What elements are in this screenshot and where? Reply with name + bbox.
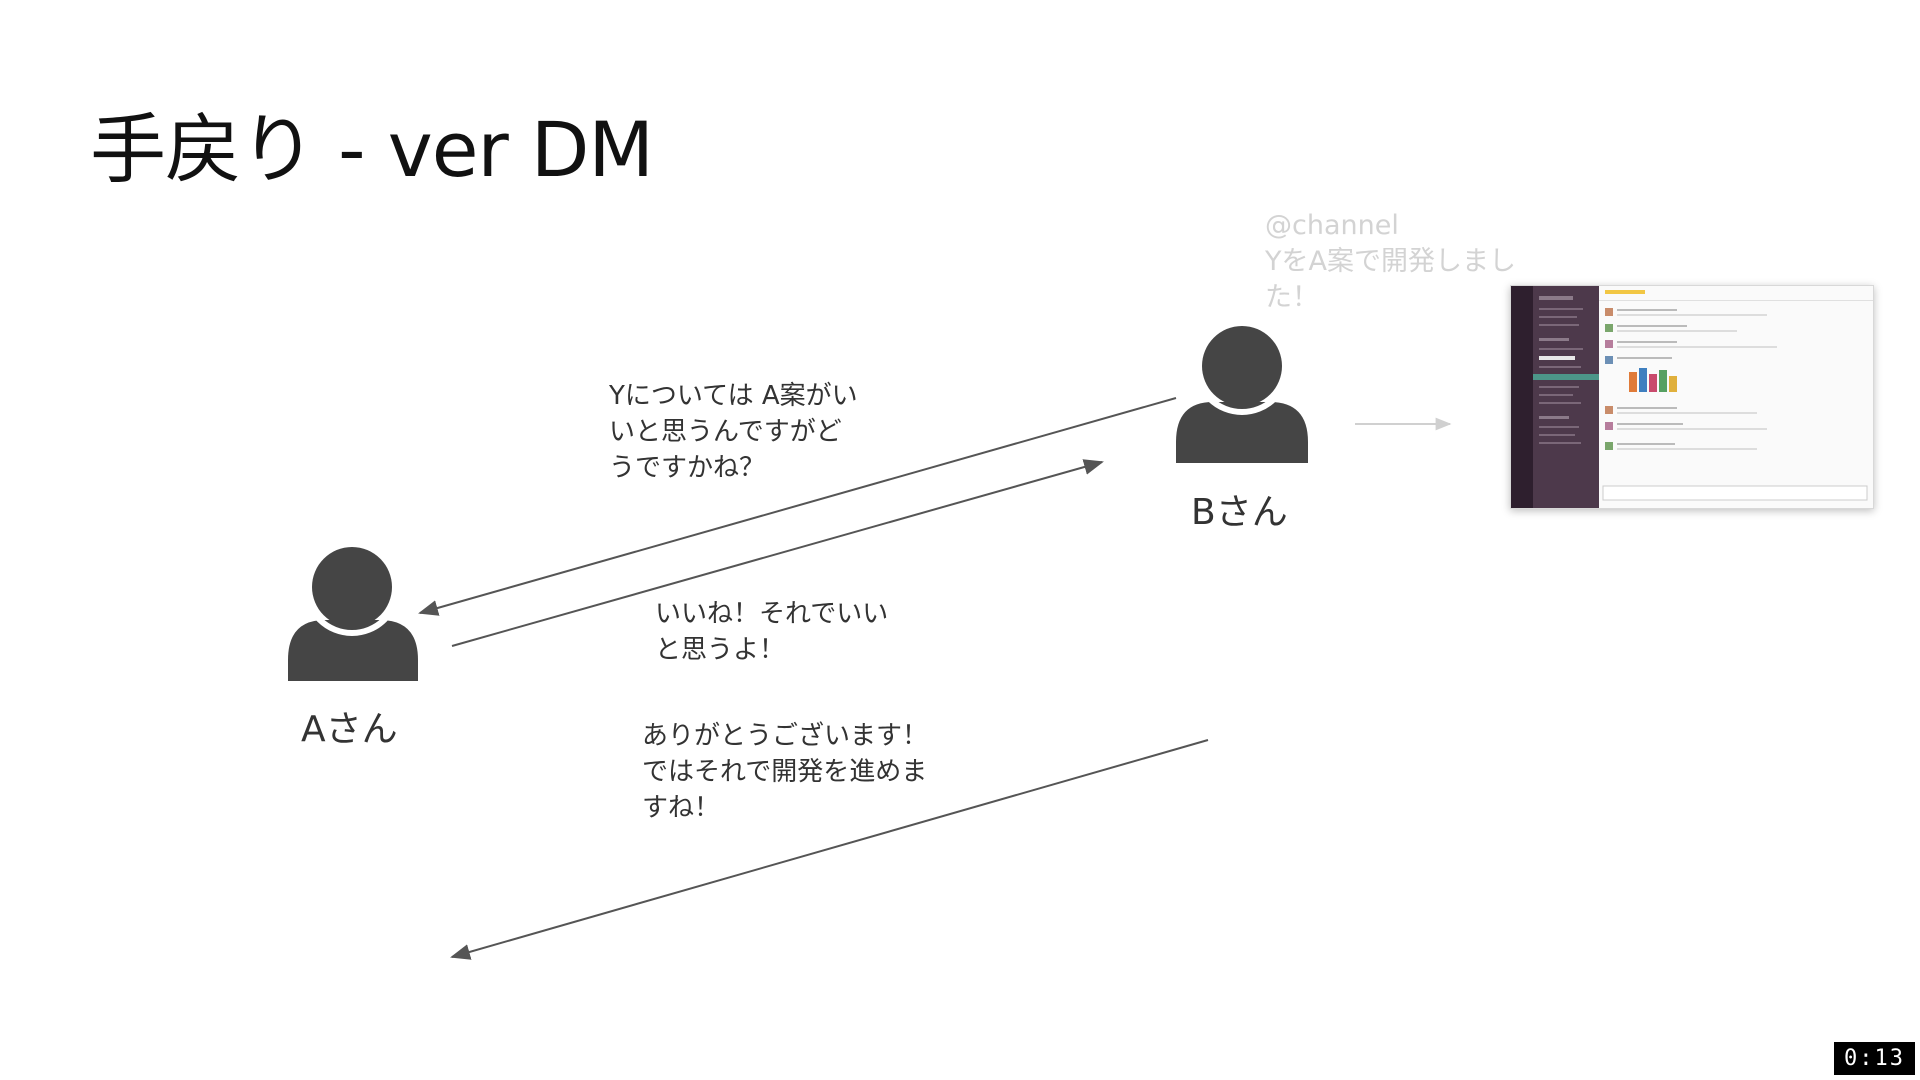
slack-sidebar [1533,286,1599,508]
message-question: Yについては A案がい いと思うんですがど うですかね？ [609,381,858,483]
arrow-b-to-a-question [418,397,1177,616]
slack-message-pane [1599,286,1873,508]
message-thanks: ありがとうございます！ ではそれで開発を進めま すね！ [642,721,929,823]
message-agree: いいね！それでいい と思うよ！ [655,599,889,665]
arrow-b-to-a-thanks [450,739,1209,960]
person-b-label: Bさん [1191,492,1288,533]
slack-message-lines [1599,290,1873,501]
slide-title: 手戻り - ver DM [90,105,654,194]
person-a-icon [288,538,418,681]
person-b-icon [1176,317,1308,463]
slack-team-rail [1511,286,1533,508]
video-timestamp: 0:13 [1832,1040,1917,1077]
person-a-label: Aさん [301,709,398,750]
channel-announcement: @channel YをA案で開発しまし た！ [1265,210,1516,313]
arrow-a-to-b-agree [451,459,1104,647]
slack-sidebar-lines [1533,296,1599,444]
slack-screenshot [1510,285,1874,509]
